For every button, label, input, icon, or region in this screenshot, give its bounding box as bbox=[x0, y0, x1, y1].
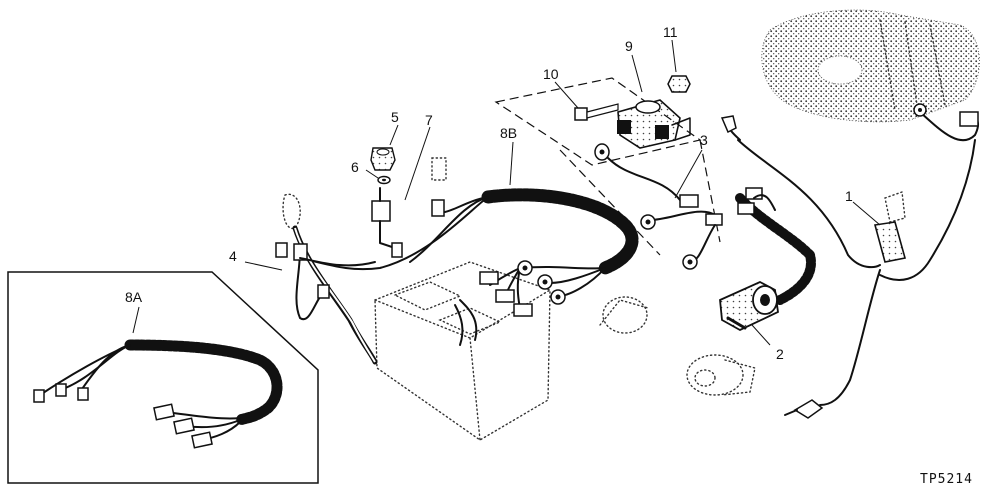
callout-5: 5 bbox=[391, 109, 399, 125]
harness-8b bbox=[299, 188, 639, 346]
harness-4 bbox=[275, 225, 378, 365]
nut-5 bbox=[370, 147, 396, 171]
callout-9: 9 bbox=[625, 38, 633, 54]
callout-2: 2 bbox=[776, 346, 784, 362]
solenoid-9 bbox=[617, 99, 691, 149]
callout-1: 1 bbox=[845, 188, 853, 204]
callout-3: 3 bbox=[700, 132, 708, 148]
leader-lines bbox=[132, 39, 881, 346]
solenoid-mount-plane bbox=[494, 77, 721, 256]
cable-3 bbox=[594, 143, 723, 270]
callout-8a: 8A bbox=[125, 289, 143, 305]
callout-11: 11 bbox=[663, 24, 678, 40]
starter-motor-outline bbox=[599, 296, 756, 396]
figure-reference-code: TP5214 bbox=[920, 472, 973, 487]
washer-6 bbox=[377, 175, 391, 185]
callout-6: 6 bbox=[351, 159, 359, 175]
harness-to-starter-switch bbox=[735, 187, 816, 305]
inset-box-8a bbox=[7, 271, 319, 484]
starter-switch-2 bbox=[719, 280, 779, 332]
harness-1 bbox=[720, 103, 979, 419]
nut-11 bbox=[667, 75, 691, 93]
bolt-10 bbox=[574, 103, 619, 121]
engine-block-outline bbox=[761, 9, 980, 123]
callout-7: 7 bbox=[425, 112, 433, 128]
relay-7 bbox=[371, 187, 403, 258]
harness-8a bbox=[33, 339, 283, 449]
callout-10: 10 bbox=[543, 66, 559, 82]
ground-point-outlines bbox=[282, 157, 906, 230]
battery-box-outline bbox=[374, 261, 551, 441]
callout-4: 4 bbox=[229, 248, 237, 264]
callout-8b: 8B bbox=[500, 125, 517, 141]
